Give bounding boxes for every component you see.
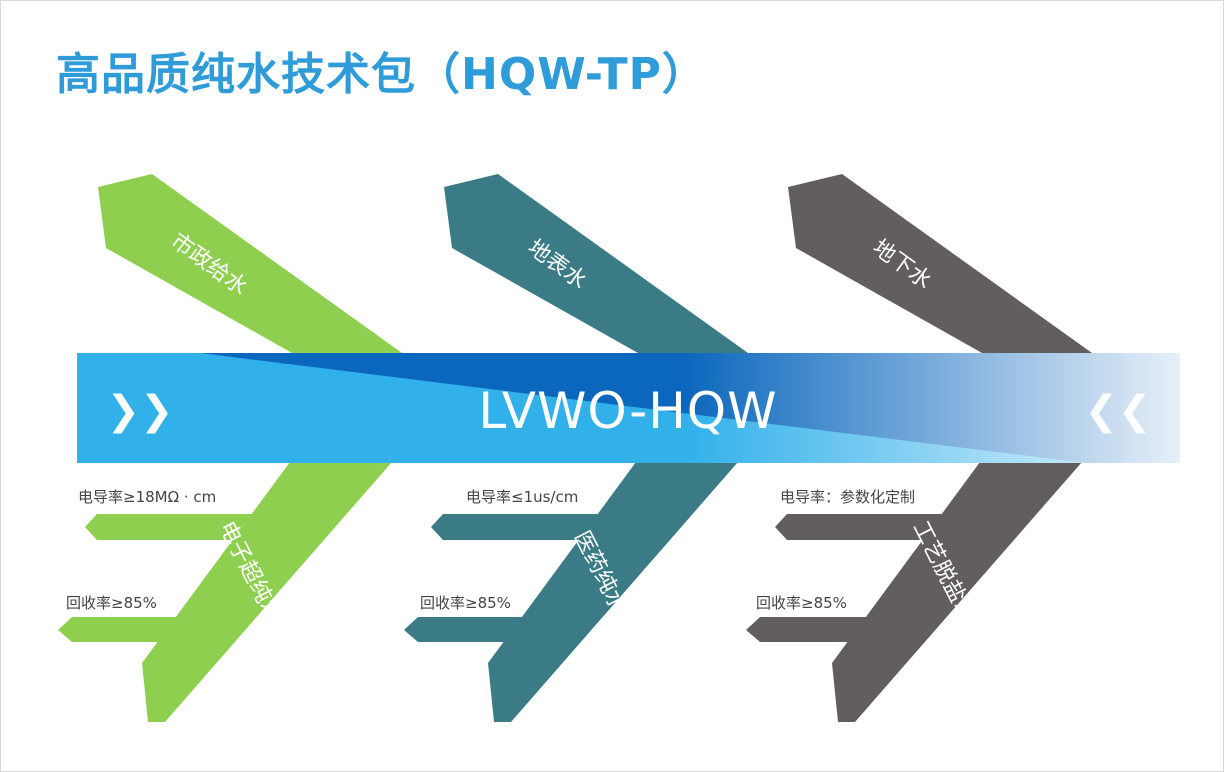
spec-arrow-conductivity-surface [431,514,618,540]
band-fade [77,353,1180,463]
process-band: LVWO-HQW ❯❯ ❮❮ [77,353,1180,463]
recovery-text-municipal: 回收率≥85% [66,594,157,612]
recovery-text-surface: 回收率≥85% [420,594,511,612]
lower-arm-ground [832,462,1082,722]
lower-arm-surface [488,462,738,722]
page-title: 高品质纯水技术包（HQW-TP） [56,49,707,100]
spec-arrow-conductivity-municipal [85,514,272,540]
spec-arrow-recovery-ground [746,617,888,642]
upper-arm-ground [788,174,1092,353]
upper-arm-surface [444,174,748,353]
column-surface: 地表水 医药纯水 电导率≤1us/cm 回收率≥85% [404,174,748,722]
lower-arm-municipal [142,462,392,722]
recovery-text-ground: 回收率≥85% [756,594,847,612]
spec-arrow-conductivity-ground [775,514,962,540]
column-municipal: 市政给水 电子超纯水 电导率≥18MΩ · cm 回收率≥85% [58,174,402,722]
band-left-chevrons: ❯❯ [106,388,173,434]
conductivity-text-surface: 电导率≤1us/cm [466,488,578,506]
column-ground: 地下水 工艺脱盐水 电导率：参数化定制 回收率≥85% [746,174,1092,722]
conductivity-text-municipal: 电导率≥18MΩ · cm [78,488,216,506]
spec-arrow-recovery-surface [404,617,546,642]
band-label: LVWO-HQW [478,382,777,440]
band-right-chevrons: ❮❮ [1084,388,1151,434]
upper-arm-municipal [98,174,402,353]
spec-arrow-recovery-municipal [58,617,200,642]
conductivity-text-ground: 电导率：参数化定制 [780,488,915,506]
